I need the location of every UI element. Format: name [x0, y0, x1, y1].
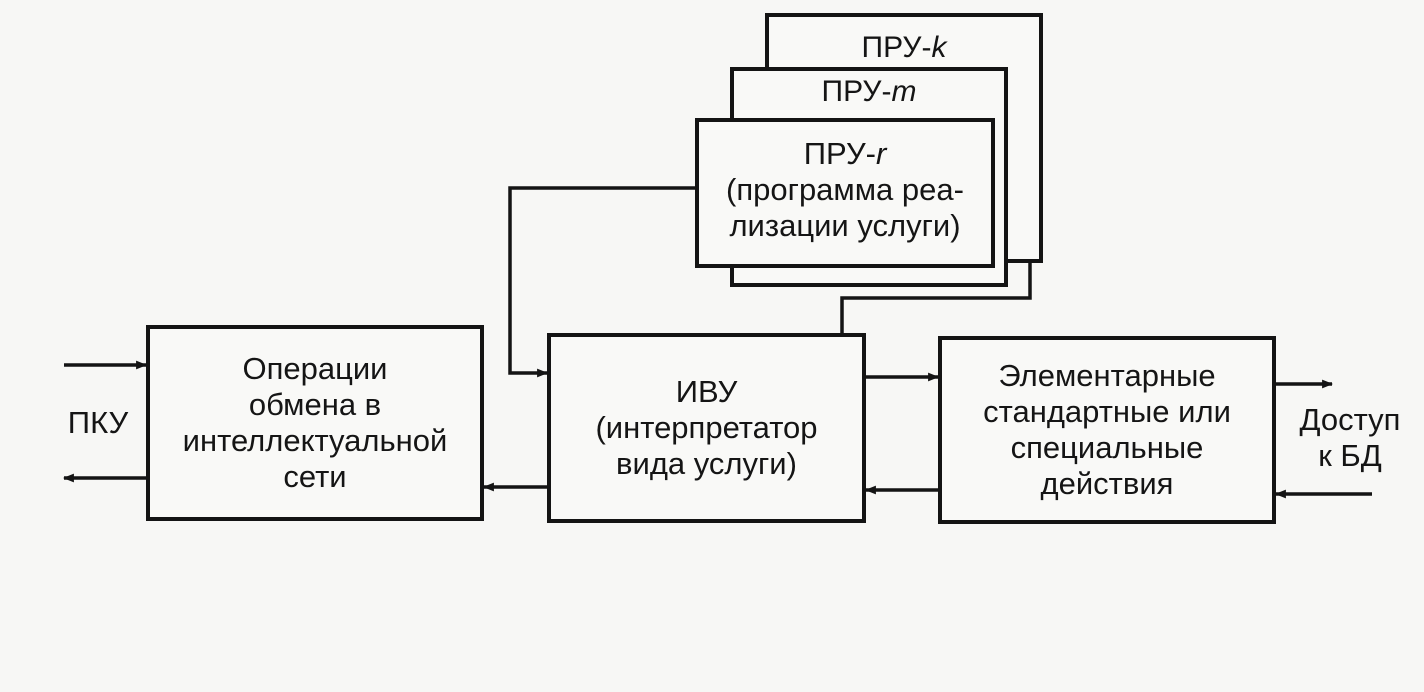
- pku-text: ПКУ: [67, 405, 129, 440]
- exchange-line-4: сети: [283, 459, 347, 494]
- arrow-ivu-to-pru-loop: [508, 186, 695, 378]
- exchange-line-2: обмена в: [248, 387, 382, 422]
- pru-r-index: r: [875, 136, 887, 171]
- actions-line-4: действия: [1040, 466, 1174, 501]
- ivu-line-3: вида услуги): [616, 446, 797, 481]
- ivu-box: ИВУ (интерпретатор вида услуги): [547, 333, 866, 523]
- actions-line-1: Элементарные: [998, 358, 1216, 393]
- db-line-1: Доступ: [1299, 402, 1401, 437]
- pru-k-index: k: [931, 31, 947, 64]
- ivu-line-2: (интерпретатор: [595, 410, 818, 445]
- pru-r-title: ПРУ-r: [804, 136, 887, 172]
- pru-m-name: ПРУ-: [821, 75, 892, 108]
- pku-label: ПКУ: [56, 405, 140, 441]
- pru-r-box: ПРУ-r (программа реа- лизации услуги): [695, 118, 995, 268]
- ivu-line-1: ИВУ: [675, 374, 738, 409]
- actions-line-3: специальные: [1010, 430, 1204, 465]
- pru-r-line-2: лизации услуги): [729, 208, 961, 243]
- actions-line-2: стандартные или: [983, 394, 1231, 429]
- exchange-line-1: Операции: [242, 351, 388, 386]
- pru-r-line-1: (программа реа-: [726, 172, 964, 207]
- db-line-2: к БД: [1318, 438, 1382, 473]
- pru-m-index: m: [891, 75, 917, 108]
- elementary-actions-box: Элементарные стандартные или специальные…: [938, 336, 1276, 524]
- exchange-line-3: интеллектуальной: [182, 423, 448, 458]
- pru-r-name: ПРУ-: [803, 136, 876, 171]
- pru-k-name: ПРУ-: [861, 31, 932, 64]
- exchange-operations-box: Операции обмена в интеллектуальной сети: [146, 325, 484, 521]
- db-access-label: Доступ к БД: [1282, 402, 1418, 474]
